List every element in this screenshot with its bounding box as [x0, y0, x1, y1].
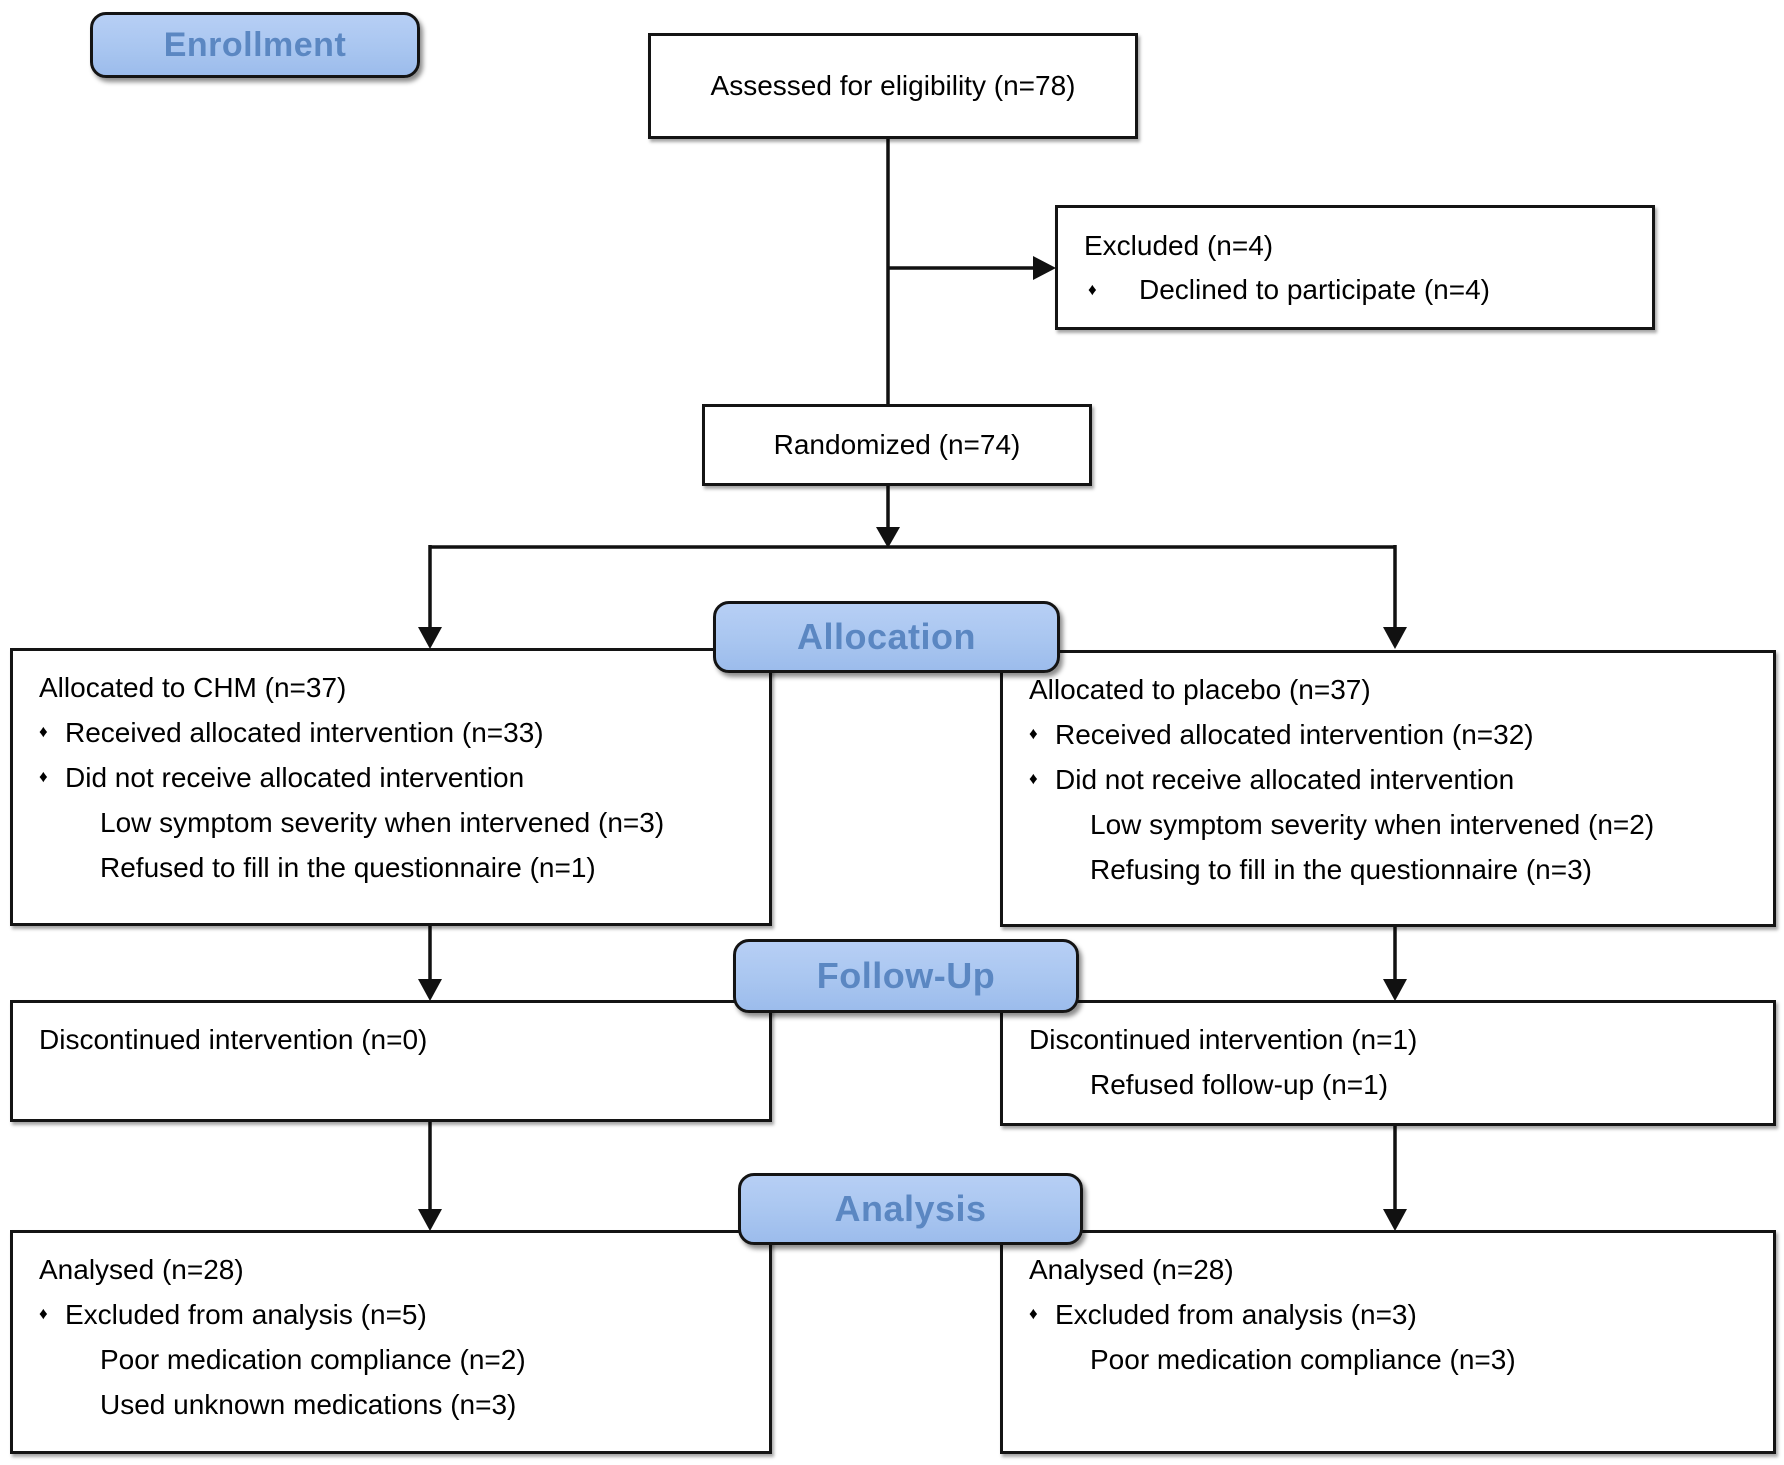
- followup-right-subitem-row: Refused follow-up (n=1): [1029, 1062, 1755, 1107]
- alloc-left-bullet-row: ♦ Received allocated intervention (n=33): [39, 710, 751, 755]
- analysis-right-title-row: Analysed (n=28): [1029, 1247, 1755, 1292]
- alloc-right-bullet: Received allocated intervention (n=32): [1055, 718, 1534, 750]
- analysis-right-bullet: Excluded from analysis (n=3): [1055, 1298, 1417, 1330]
- followup-right-subitem: Refused follow-up (n=1): [1090, 1068, 1389, 1100]
- alloc-left-title: Allocated to CHM (n=37): [39, 671, 347, 703]
- analysis-left-title-row: Analysed (n=28): [39, 1247, 751, 1292]
- alloc-right-subitem-row: Low symptom severity when intervened (n=…: [1029, 802, 1755, 847]
- box-allocation-chm: Allocated to CHM (n=37) ♦ Received alloc…: [10, 648, 772, 926]
- bullet-diamond-icon: ♦: [1029, 724, 1038, 744]
- bullet-diamond-icon: ♦: [1088, 279, 1097, 299]
- excluded-item-row: ♦ Declined to participate (n=4): [1084, 268, 1634, 312]
- box-analysis-chm: Analysed (n=28) ♦ Excluded from analysis…: [10, 1230, 772, 1454]
- bullet-diamond-icon: ♦: [39, 1304, 48, 1324]
- alloc-right-subitem-row: Refusing to fill in the questionnaire (n…: [1029, 847, 1755, 892]
- randomized-text: Randomized (n=74): [773, 429, 1021, 461]
- alloc-right-title: Allocated to placebo (n=37): [1029, 673, 1371, 705]
- followup-right-title-row: Discontinued intervention (n=1): [1029, 1017, 1755, 1062]
- box-analysis-placebo: Analysed (n=28) ♦ Excluded from analysis…: [1000, 1230, 1776, 1454]
- box-assessed: Assessed for eligibility (n=78): [648, 33, 1138, 139]
- bullet-diamond-icon: ♦: [39, 767, 48, 787]
- analysis-left-subitem-row: Used unknown medications (n=3): [39, 1382, 751, 1427]
- alloc-left-subitem: Low symptom severity when intervened (n=…: [100, 806, 665, 838]
- alloc-left-bullet: Did not receive allocated intervention: [65, 761, 525, 793]
- stage-followup: Follow-Up: [733, 939, 1079, 1013]
- box-allocation-placebo: Allocated to placebo (n=37) ♦ Received a…: [1000, 650, 1776, 927]
- box-followup-placebo: Discontinued intervention (n=1) Refused …: [1000, 1000, 1776, 1126]
- alloc-left-subitem: Refused to fill in the questionnaire (n=…: [100, 851, 596, 883]
- alloc-right-subitem: Low symptom severity when intervened (n=…: [1090, 808, 1655, 840]
- stage-enrollment: Enrollment: [90, 12, 420, 78]
- alloc-right-bullet-row: ♦ Did not receive allocated intervention: [1029, 757, 1755, 802]
- followup-left-title-row: Discontinued intervention (n=0): [39, 1017, 751, 1062]
- alloc-left-bullet: Received allocated intervention (n=33): [65, 716, 544, 748]
- assessed-text: Assessed for eligibility (n=78): [710, 70, 1076, 102]
- alloc-right-bullet-row: ♦ Received allocated intervention (n=32): [1029, 712, 1755, 757]
- analysis-left-title: Analysed (n=28): [39, 1253, 244, 1285]
- stage-followup-label: Follow-Up: [816, 955, 996, 996]
- excluded-item: Declined to participate (n=4): [1139, 274, 1490, 306]
- analysis-right-subitem: Poor medication compliance (n=3): [1090, 1343, 1516, 1375]
- analysis-right-title: Analysed (n=28): [1029, 1253, 1234, 1285]
- stage-enrollment-label: Enrollment: [163, 25, 347, 64]
- followup-left-title: Discontinued intervention (n=0): [39, 1023, 428, 1055]
- alloc-right-title-row: Allocated to placebo (n=37): [1029, 667, 1755, 712]
- box-followup-chm: Discontinued intervention (n=0): [10, 1000, 772, 1122]
- bullet-diamond-icon: ♦: [1029, 769, 1038, 789]
- analysis-right-bullet-row: ♦ Excluded from analysis (n=3): [1029, 1292, 1755, 1337]
- excluded-title-row: Excluded (n=4): [1084, 224, 1634, 268]
- stage-allocation-label: Allocation: [796, 616, 976, 657]
- analysis-left-subitem-row: Poor medication compliance (n=2): [39, 1337, 751, 1382]
- analysis-right-subitem-row: Poor medication compliance (n=3): [1029, 1337, 1755, 1382]
- alloc-right-subitem: Refusing to fill in the questionnaire (n…: [1090, 853, 1592, 885]
- analysis-left-subitem: Used unknown medications (n=3): [100, 1388, 517, 1420]
- alloc-left-subitem-row: Low symptom severity when intervened (n=…: [39, 800, 751, 845]
- bullet-diamond-icon: ♦: [1029, 1304, 1038, 1324]
- alloc-right-bullet: Did not receive allocated intervention: [1055, 763, 1515, 795]
- bullet-diamond-icon: ♦: [39, 722, 48, 742]
- followup-right-title: Discontinued intervention (n=1): [1029, 1023, 1418, 1055]
- alloc-left-bullet-row: ♦ Did not receive allocated intervention: [39, 755, 751, 800]
- stage-analysis-label: Analysis: [834, 1188, 987, 1229]
- analysis-left-bullet: Excluded from analysis (n=5): [65, 1298, 427, 1330]
- box-randomized: Randomized (n=74): [702, 404, 1092, 486]
- excluded-title: Excluded (n=4): [1084, 230, 1274, 262]
- alloc-left-subitem-row: Refused to fill in the questionnaire (n=…: [39, 845, 751, 890]
- stage-allocation: Allocation: [713, 601, 1060, 673]
- analysis-left-bullet-row: ♦ Excluded from analysis (n=5): [39, 1292, 751, 1337]
- alloc-left-title-row: Allocated to CHM (n=37): [39, 665, 751, 710]
- stage-analysis: Analysis: [738, 1173, 1083, 1245]
- analysis-left-subitem: Poor medication compliance (n=2): [100, 1343, 526, 1375]
- box-excluded: Excluded (n=4) ♦ Declined to participate…: [1055, 205, 1655, 330]
